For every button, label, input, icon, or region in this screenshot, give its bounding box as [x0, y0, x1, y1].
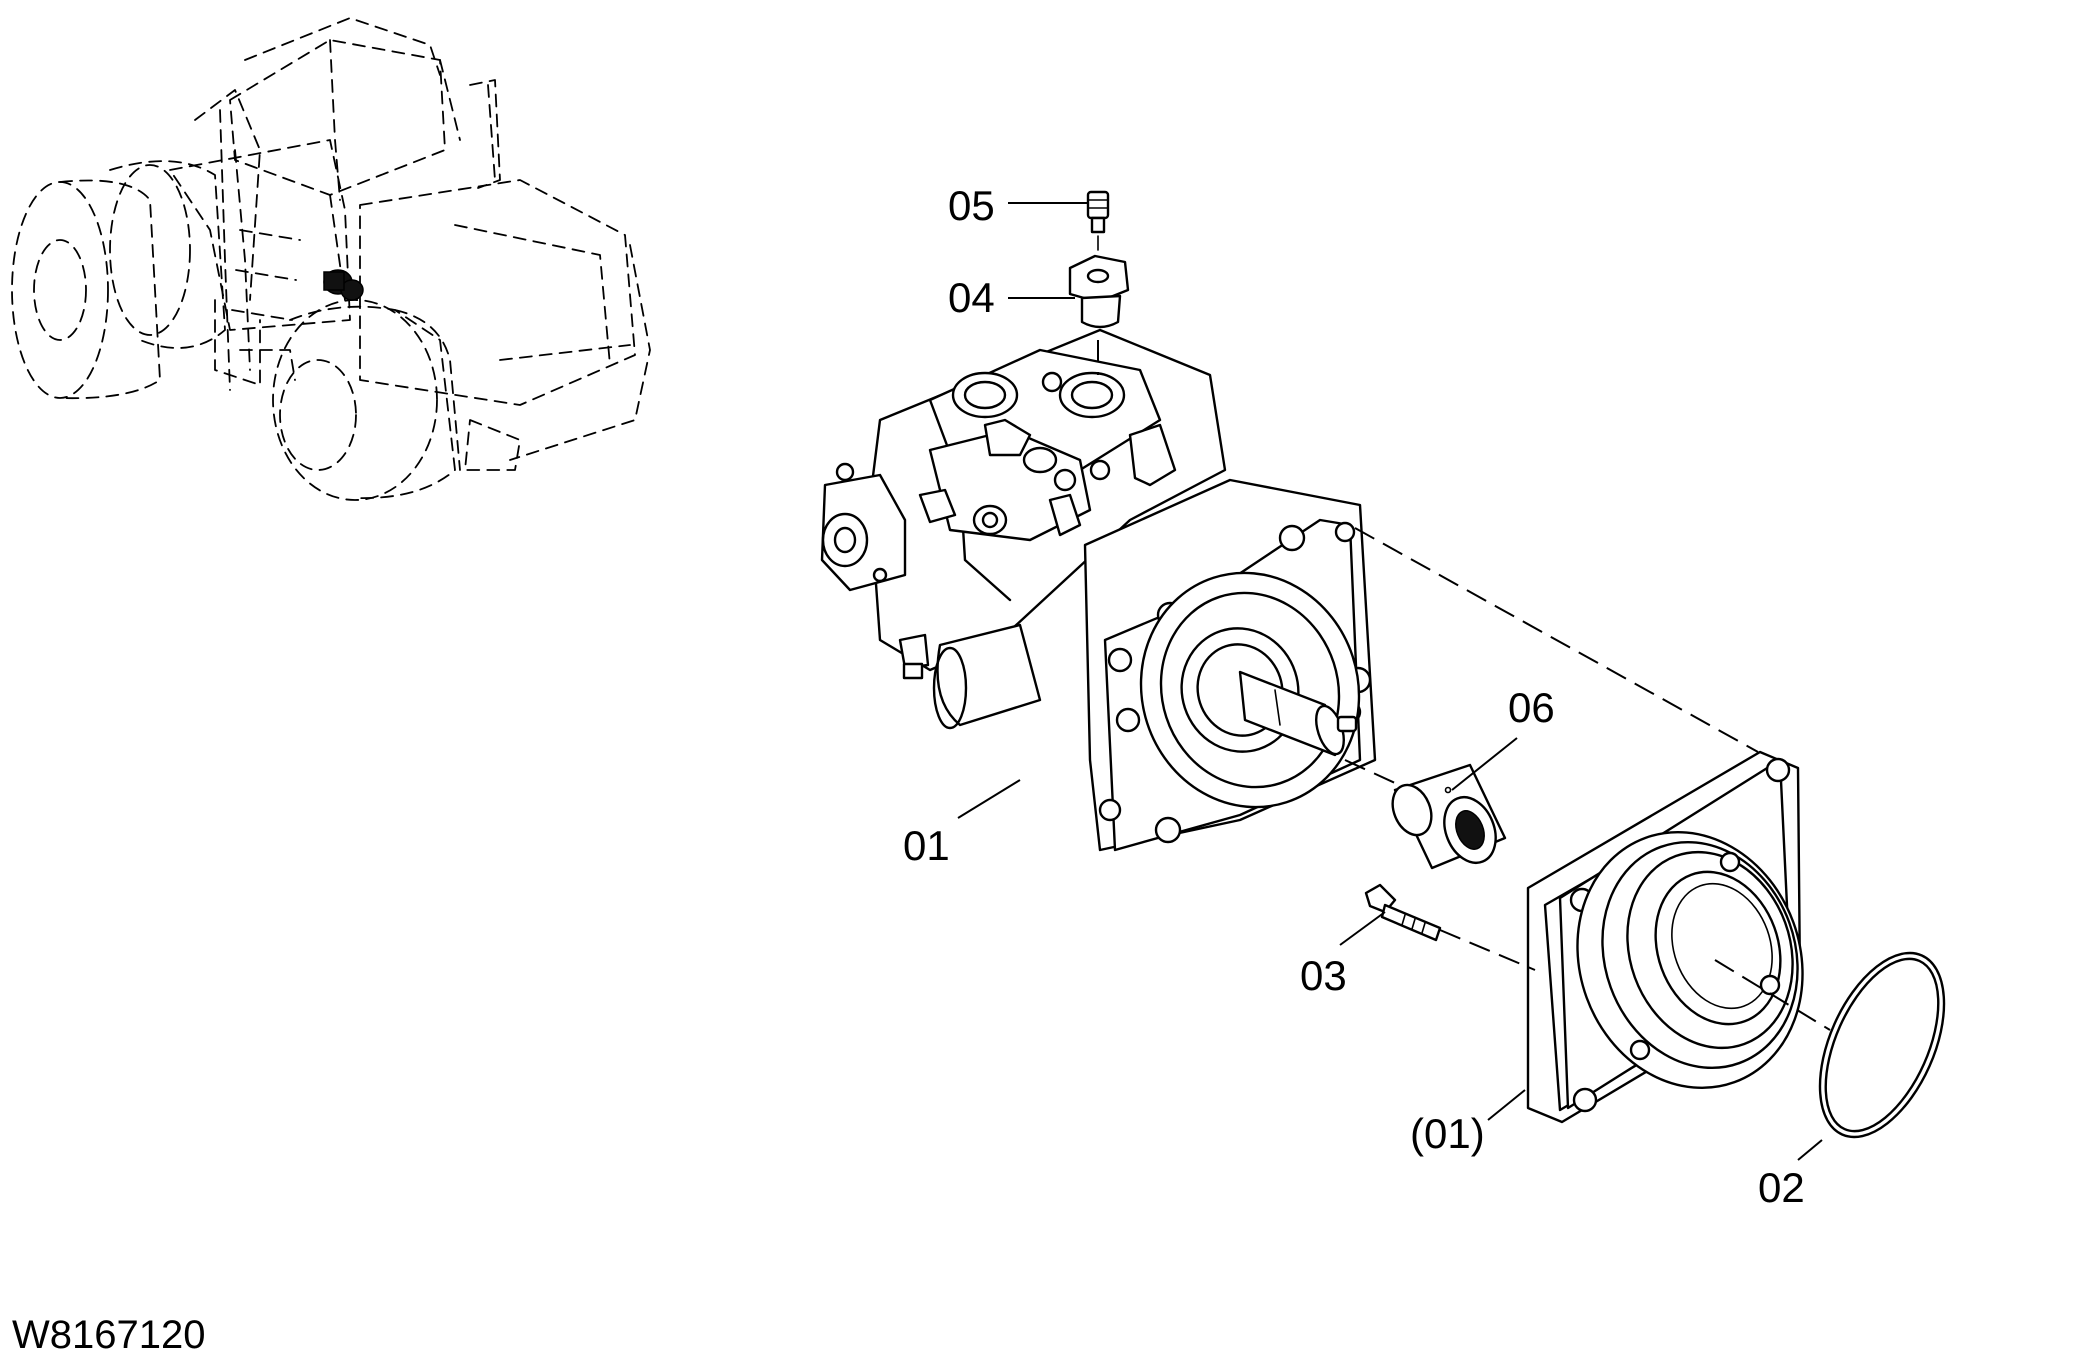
assembly-centerlines	[1097, 340, 1831, 1031]
callout-01: 01	[903, 822, 950, 869]
locator-machine-outline	[11, 17, 651, 501]
part-06-coupling-sleeve[interactable]	[1344, 759, 1507, 871]
part-01-adapter-flange[interactable]	[1526, 750, 1838, 1124]
callout-03: 03	[1300, 952, 1347, 999]
callout-01-adapter: (01)	[1410, 1110, 1485, 1157]
drawing-number: W8167120	[12, 1313, 205, 1357]
callout-06: 06	[1508, 684, 1555, 731]
callout-04: 04	[948, 274, 995, 321]
callout-05: 05	[948, 182, 995, 229]
callout-leaders	[957, 202, 1823, 1161]
part-05-vent-plug[interactable]	[1086, 190, 1110, 251]
callout-02: 02	[1758, 1164, 1805, 1211]
pump-location-marker	[323, 269, 364, 301]
callout-labels: 05 04 01 06 03 (01) 02	[903, 182, 1805, 1211]
part-01-hydraulic-pump[interactable]	[820, 328, 1389, 852]
part-02-o-ring[interactable]	[1795, 934, 1970, 1155]
part-03-cap-screw[interactable]	[1364, 883, 1442, 942]
